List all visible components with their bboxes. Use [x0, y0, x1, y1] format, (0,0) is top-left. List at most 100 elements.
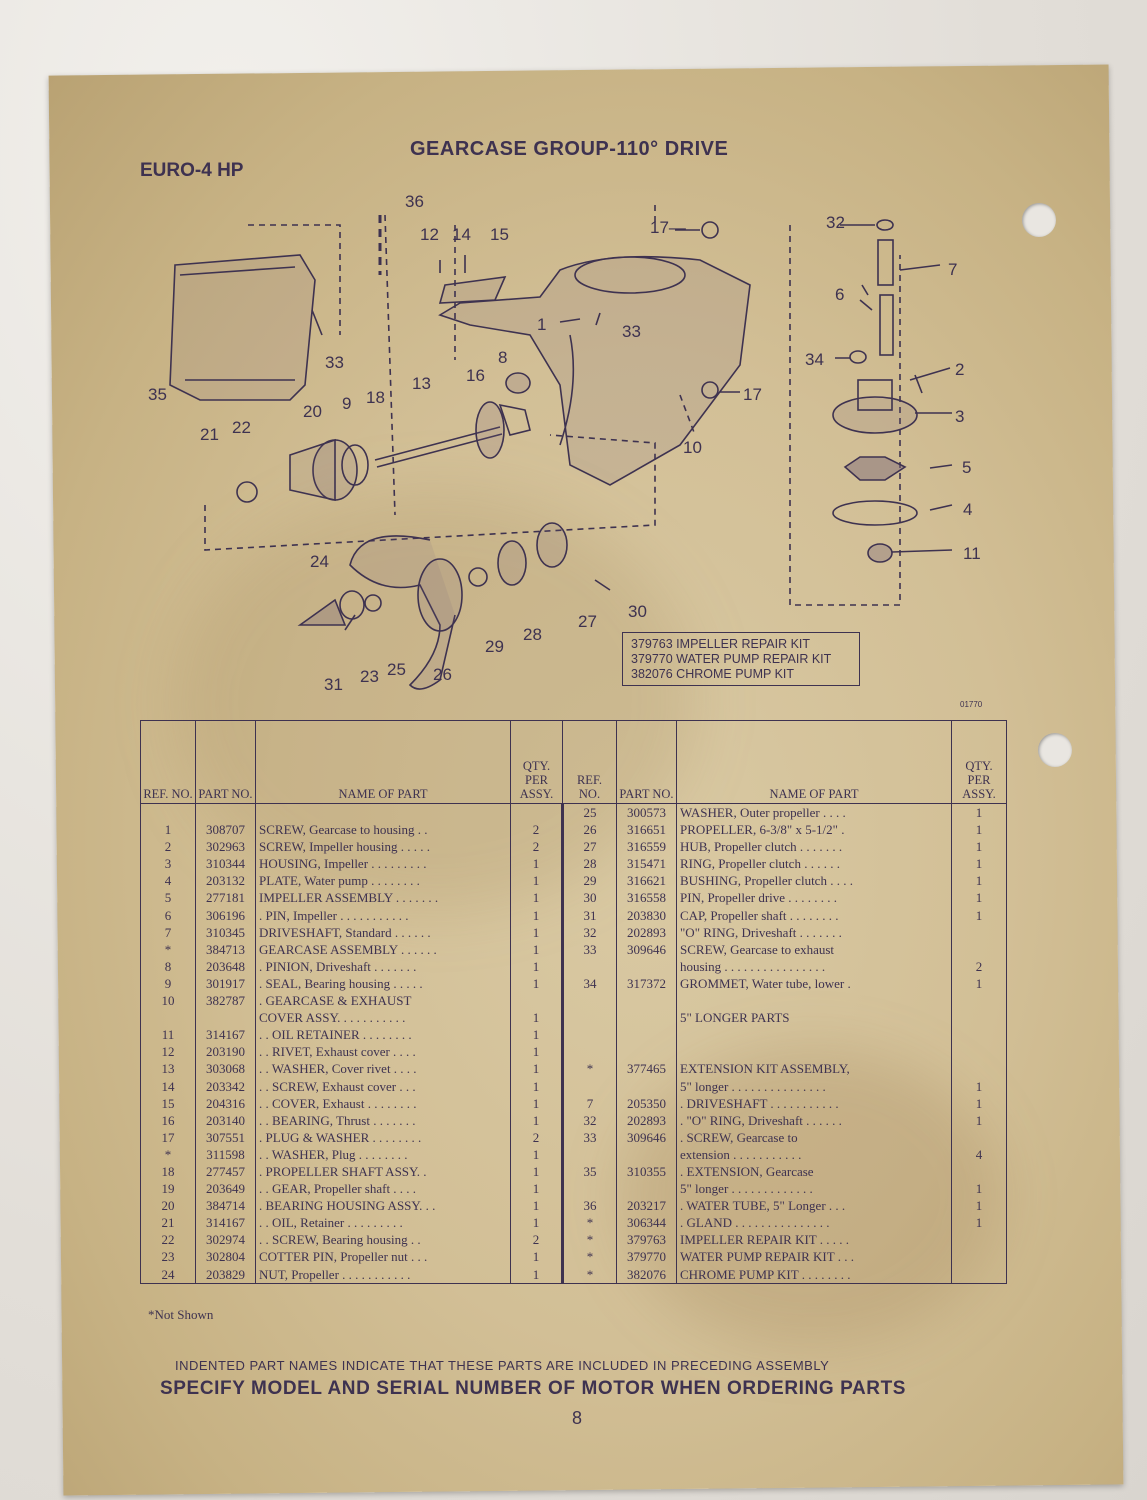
ref-no-cell: * — [562, 1248, 617, 1266]
part-no-cell: 379770 — [616, 1248, 677, 1266]
svg-text:34: 34 — [805, 350, 824, 369]
ref-no-cell: 7 — [562, 1094, 617, 1112]
qty-cell: 1 — [951, 889, 1007, 907]
col-name-of-part: NAME OF PART — [255, 720, 511, 804]
ref-no-cell — [140, 1009, 196, 1027]
svg-text:14: 14 — [452, 225, 471, 244]
model-label: EURO-4 HP — [140, 160, 244, 181]
part-name-cell: HOUSING, Impeller . . . . . . . . . — [255, 855, 511, 873]
qty-cell: 1 — [510, 1248, 564, 1266]
part-name-cell: . SEAL, Bearing housing . . . . . — [255, 974, 511, 993]
qty-cell: 2 — [510, 838, 564, 856]
part-name-cell: . DRIVESHAFT . . . . . . . . . . . — [676, 1094, 952, 1112]
qty-cell: 1 — [951, 1094, 1007, 1112]
qty-cell: 2 — [510, 1231, 564, 1249]
svg-text:27: 27 — [578, 612, 597, 631]
part-no-cell: 316558 — [616, 889, 677, 907]
svg-text:17—: 17— — [650, 218, 686, 237]
svg-text:36: 36 — [405, 192, 424, 211]
ref-no-cell: 2 — [140, 838, 196, 856]
part-name-cell: CHROME PUMP KIT . . . . . . . . — [676, 1265, 952, 1284]
ref-no-cell: 7 — [140, 923, 196, 941]
part-name-cell: COTTER PIN, Propeller nut . . . — [255, 1248, 511, 1266]
svg-text:18: 18 — [366, 388, 385, 407]
qty-cell: 1 — [510, 923, 564, 941]
part-name-cell: . . SCREW, Exhaust cover . . . — [255, 1077, 511, 1095]
part-name-cell — [676, 992, 952, 1010]
svg-text:4: 4 — [963, 500, 972, 519]
qty-cell — [951, 1128, 1007, 1146]
ref-no-cell: 27 — [562, 838, 617, 856]
part-name-cell: . . GEAR, Propeller shaft . . . . — [255, 1180, 511, 1198]
ref-no-cell — [562, 1043, 617, 1061]
ref-no-cell: 31 — [562, 906, 617, 924]
part-no-cell: 382787 — [195, 992, 256, 1010]
ref-no-cell — [562, 992, 617, 1010]
part-no-cell: 382076 — [616, 1265, 677, 1284]
svg-text:26: 26 — [433, 665, 452, 684]
qty-cell: 1 — [510, 1180, 564, 1198]
ref-no-cell — [562, 1180, 617, 1198]
ref-no-cell: 24 — [140, 1265, 196, 1284]
qty-cell: 1 — [510, 1026, 564, 1044]
col-ref-no: REF. NO. — [562, 720, 617, 804]
part-name-cell: BUSHING, Propeller clutch . . . . — [676, 872, 952, 890]
part-no-cell: 316559 — [616, 838, 677, 856]
qty-cell: 1 — [951, 821, 1007, 839]
qty-cell: 1 — [951, 974, 1007, 993]
part-name-cell: . EXTENSION, Gearcase — [676, 1162, 952, 1181]
ref-no-cell: 20 — [140, 1197, 196, 1215]
svg-text:6: 6 — [835, 285, 844, 304]
kit-line: 382076 CHROME PUMP KIT — [631, 667, 795, 681]
part-name-cell: . . WASHER, Cover rivet . . . . — [255, 1060, 511, 1078]
parts-table: REF. NO. PART NO. NAME OF PART QTY. PER … — [140, 720, 1007, 1284]
part-no-cell: 203132 — [195, 872, 256, 890]
ref-no-cell: 21 — [140, 1214, 196, 1232]
part-name-cell: 5" LONGER PARTS — [676, 1009, 952, 1027]
repair-kits-box: 379763 IMPELLER REPAIR KIT 379770 WATER … — [622, 632, 860, 686]
qty-cell: 1 — [510, 1094, 564, 1112]
part-name-cell: . . SCREW, Bearing housing . . — [255, 1231, 511, 1249]
qty-cell — [951, 1043, 1007, 1061]
ref-no-cell: 15 — [140, 1094, 196, 1112]
ref-no-cell — [562, 1026, 617, 1044]
col-qty: QTY. PER ASSY. — [510, 720, 563, 804]
ref-no-cell: * — [562, 1265, 617, 1284]
ref-no-cell: 19 — [140, 1180, 196, 1198]
part-name-cell — [676, 1043, 952, 1061]
qty-cell: 1 — [510, 855, 564, 873]
svg-text:17: 17 — [743, 385, 762, 404]
qty-cell: 1 — [951, 1077, 1007, 1095]
kit-line: 379770 WATER PUMP REPAIR KIT — [631, 652, 832, 666]
ref-no-cell — [140, 803, 196, 822]
part-name-cell: WASHER, Outer propeller . . . . — [676, 803, 952, 822]
part-no-cell: 384714 — [195, 1197, 256, 1215]
part-no-cell: 311598 — [195, 1145, 256, 1163]
part-name-cell: PROPELLER, 6-3/8" x 5-1/2" . — [676, 821, 952, 839]
qty-cell: 1 — [510, 1043, 564, 1061]
qty-cell — [951, 1231, 1007, 1249]
part-name-cell: SCREW, Gearcase to housing . . — [255, 821, 511, 839]
ref-no-cell: 13 — [140, 1060, 196, 1078]
not-shown-footnote: *Not Shown — [148, 1307, 214, 1322]
ref-no-cell: 33 — [562, 1128, 617, 1146]
ref-no-cell: 10 — [140, 992, 196, 1010]
kit-line: 379763 IMPELLER REPAIR KIT — [631, 637, 811, 651]
part-no-cell: 314167 — [195, 1214, 256, 1232]
part-name-cell: . GEARCASE & EXHAUST — [255, 992, 511, 1010]
part-no-cell: 203342 — [195, 1077, 256, 1095]
part-no-cell: 309646 — [616, 940, 677, 958]
